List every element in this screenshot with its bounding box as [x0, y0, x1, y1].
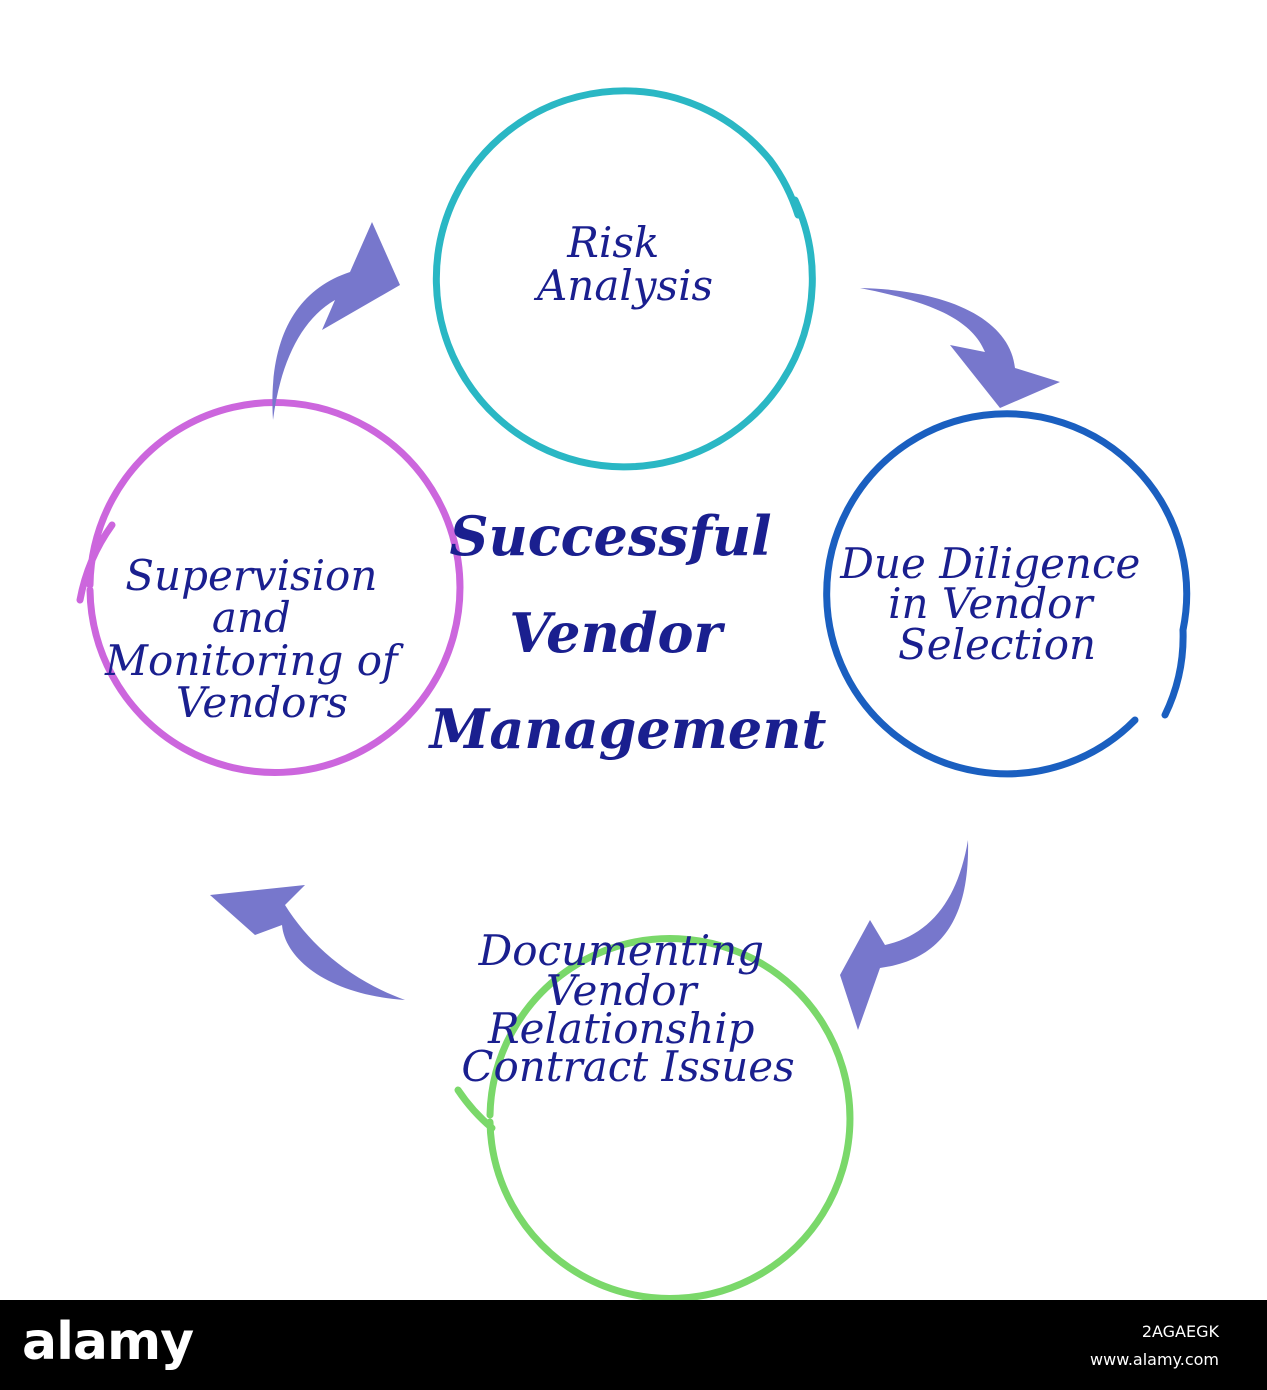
- arrow-supervision-to-risk: [272, 222, 400, 420]
- node-due-diligence: Due Diligence in Vendor Selection: [823, 410, 1191, 778]
- due-diligence-line-3: Selection: [898, 620, 1096, 669]
- footer-url: www.alamy.com: [1090, 1350, 1219, 1369]
- documenting-line-4: Contract Issues: [461, 1042, 794, 1091]
- center-title-line-2: Vendor: [509, 601, 725, 665]
- node-risk-analysis: Risk Analysis: [432, 87, 816, 471]
- arrow-documenting-to-supervision: [210, 885, 405, 1000]
- watermark-footer: alamy 2AGAEGK www.alamy.com: [0, 1300, 1267, 1390]
- arrow-risk-to-due-diligence: [860, 288, 1060, 408]
- center-title-line-1: Successful: [450, 504, 772, 568]
- supervision-circle: [76, 399, 464, 776]
- node-supervision: Supervision and Monitoring of Vendors: [76, 399, 464, 776]
- documenting-circle: [454, 935, 854, 1300]
- supervision-line-4: Vendors: [176, 678, 348, 727]
- supervision-label: Supervision and Monitoring of Vendors: [104, 551, 411, 727]
- supervision-line-3: Monitoring of: [104, 636, 404, 685]
- center-title: Successful Vendor Management: [428, 504, 827, 761]
- supervision-line-2: and: [212, 593, 291, 642]
- due-diligence-label: Due Diligence in Vendor Selection: [839, 539, 1153, 669]
- due-diligence-line-1: Due Diligence: [839, 539, 1140, 588]
- arrow-due-diligence-to-documenting: [840, 840, 969, 1030]
- risk-analysis-label: Risk Analysis: [533, 218, 713, 310]
- footer-logo: alamy: [22, 1312, 194, 1372]
- node-documenting: Documenting Vendor Relationship Contract…: [454, 926, 854, 1300]
- risk-analysis-line-1: Risk: [566, 218, 659, 267]
- documenting-line-2: Vendor: [546, 966, 700, 1015]
- risk-analysis-circle: [432, 87, 816, 471]
- cycle-diagram: Risk Analysis Due Diligence in Vendor Se…: [76, 87, 1191, 1300]
- due-diligence-line-2: in Vendor: [888, 579, 1095, 628]
- footer-image-id: 2AGAEGK: [1141, 1322, 1219, 1341]
- center-title-line-3: Management: [428, 697, 827, 761]
- documenting-line-1: Documenting: [478, 926, 765, 975]
- documenting-line-3: Relationship: [487, 1004, 755, 1053]
- risk-analysis-line-2: Analysis: [533, 261, 713, 310]
- due-diligence-circle: [823, 410, 1191, 778]
- supervision-line-1: Supervision: [125, 551, 377, 600]
- documenting-label: Documenting Vendor Relationship Contract…: [461, 926, 794, 1091]
